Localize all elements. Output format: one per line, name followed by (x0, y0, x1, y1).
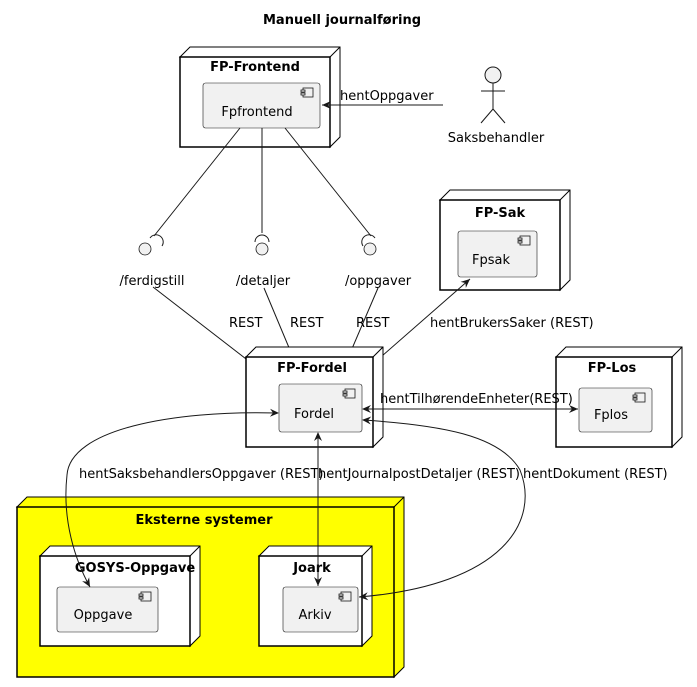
edge-hent-journalpost-detaljer-label: hentJournalpostDetaljer (REST) (318, 467, 520, 482)
edge-hent-tilhorende-enheter: hentTilhørendeEnheter(REST) (362, 392, 578, 413)
component-oppgave-label: Oppgave (74, 608, 133, 623)
edge-hent-oppgaver-label: hentOppgaver (340, 89, 434, 104)
component-icon (517, 235, 531, 246)
edge-hent-oppgaver: hentOppgaver (322, 89, 443, 109)
edge-hent-tilhorende-enheter-label: hentTilhørendeEnheter(REST) (380, 392, 573, 407)
interface-detaljer-label: /detaljer (236, 274, 291, 289)
edge-hent-dokument-label: hentDokument (REST) (523, 467, 668, 482)
edge-rest-label-1: REST (229, 316, 262, 331)
component-fpfrontend-label: Fpfrontend (221, 105, 292, 120)
component-fordel-label: Fordel (294, 407, 334, 422)
component-fplos: Fplos (578, 387, 653, 433)
component-arkiv: Arkiv (282, 586, 359, 633)
interface-detaljer: /detaljer (236, 128, 291, 289)
node-eksterne-systemer-label: Eksterne systemer (135, 513, 273, 528)
edge-hent-brukers-saker-label: hentBrukersSaker (REST) (430, 316, 594, 331)
node-fp-frontend-label: FP-Frontend (210, 60, 300, 75)
component-oppgave: Oppgave (56, 586, 159, 633)
component-fplos-label: Fplos (594, 408, 628, 423)
interface-ferdigstill-label: /ferdigstill (120, 274, 185, 289)
component-fpsak-label: Fpsak (472, 253, 510, 268)
interface-ferdigstill: /ferdigstill (120, 127, 241, 289)
actor-saksbehandler: Saksbehandler (448, 66, 545, 146)
component-fpfrontend: Fpfrontend (202, 82, 321, 129)
edge-rest-label-3: REST (356, 316, 389, 331)
component-icon (632, 392, 646, 403)
actor-saksbehandler-label: Saksbehandler (448, 131, 545, 146)
interface-oppgaver-label: /oppgaver (345, 274, 412, 289)
component-fpsak: Fpsak (457, 230, 538, 278)
component-arkiv-label: Arkiv (298, 608, 331, 623)
node-joark-label: Joark (292, 561, 331, 576)
edge-hent-dokument: hentDokument (REST) (358, 416, 668, 601)
interface-oppgaver: /oppgaver (284, 127, 412, 289)
node-fp-sak-label: FP-Sak (475, 206, 526, 221)
component-icon (300, 87, 314, 98)
diagram-title: Manuell journalføring (263, 13, 421, 28)
node-gosys-oppgave-label: GOSYS-Oppgave (75, 561, 195, 576)
edge-rest-label-2: REST (290, 316, 323, 331)
node-fp-los-label: FP-Los (588, 361, 637, 376)
component-icon (338, 591, 352, 602)
edge-hent-saksbehandlers-oppgaver: hentSaksbehandlersOppgaver (REST) (65, 408, 323, 588)
component-icon (342, 388, 356, 399)
node-fp-fordel-label: FP-Fordel (277, 361, 347, 376)
edge-hent-saksbehandlers-oppgaver-label: hentSaksbehandlersOppgaver (REST) (79, 467, 323, 482)
component-fordel: Fordel (278, 383, 363, 433)
component-icon (138, 591, 152, 602)
